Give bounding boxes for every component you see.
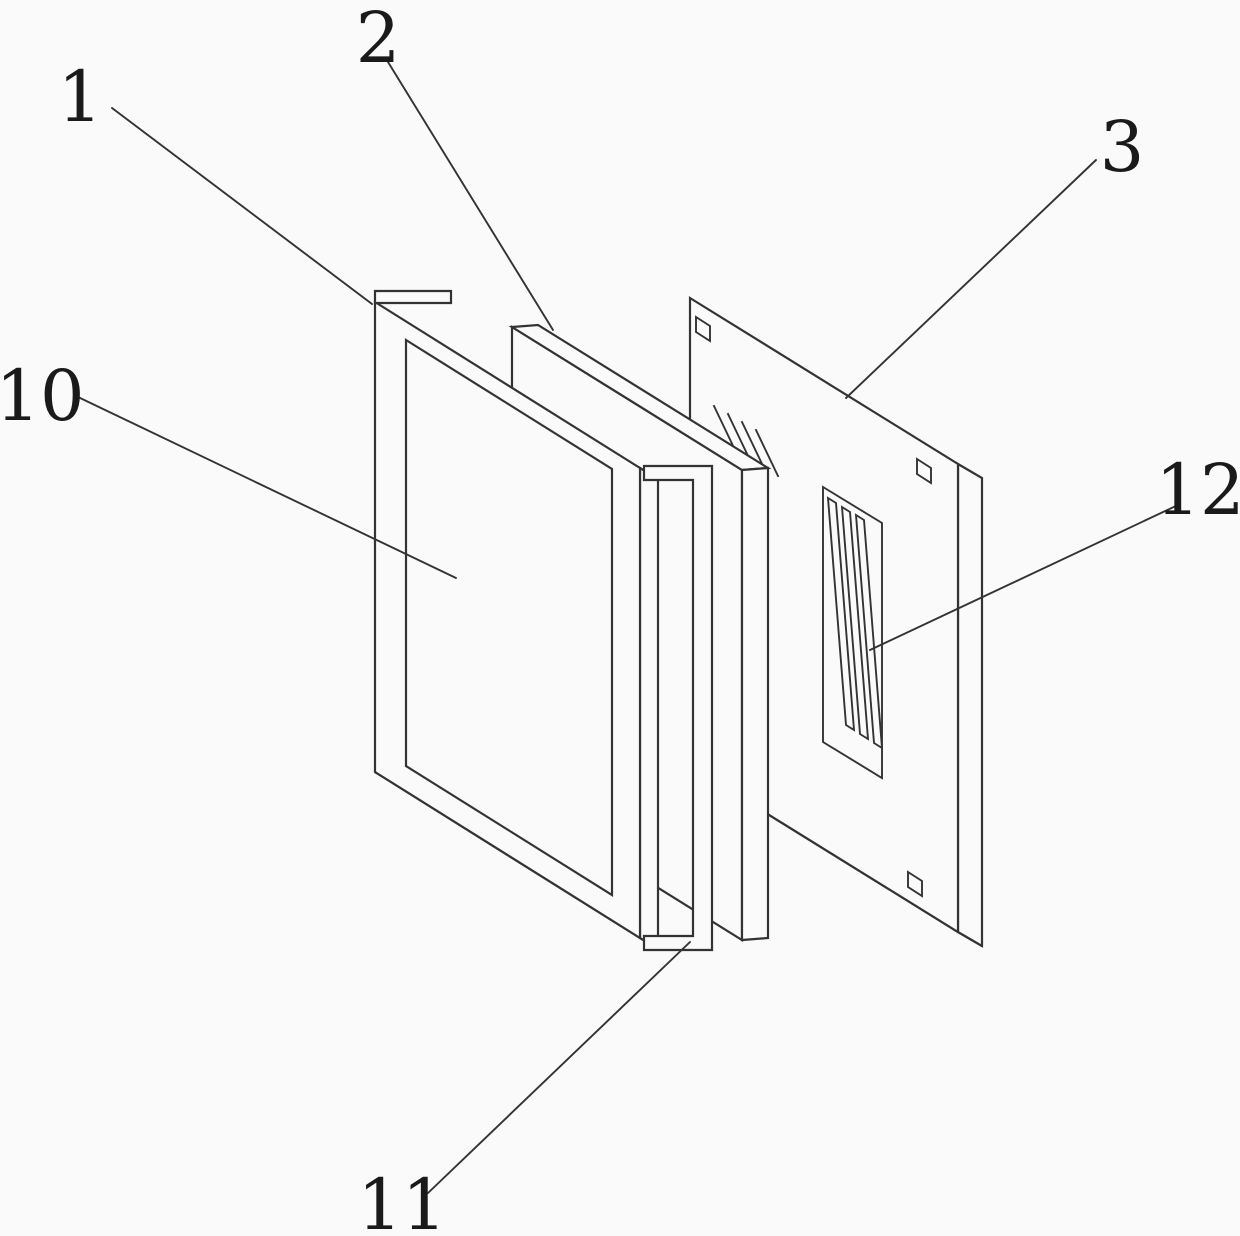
corner-hole-top-right — [916, 457, 932, 485]
vent-slot — [854, 513, 884, 750]
frame-top-tab — [373, 289, 453, 305]
hatch-line — [726, 412, 752, 462]
leader-lines — [77, 61, 1179, 1194]
mounting-rail — [642, 464, 714, 952]
leader-line-12 — [869, 504, 1179, 651]
vent-slot — [840, 505, 870, 741]
leader-line-2 — [387, 61, 554, 331]
leader-line-1 — [111, 107, 373, 305]
inner-panel — [404, 338, 614, 897]
part-label-1: 1 — [58, 56, 103, 138]
part-label-12: 12 — [1155, 449, 1240, 531]
part-label-11: 11 — [357, 1164, 446, 1236]
part-label-2: 2 — [356, 0, 401, 79]
hatch-line — [712, 404, 738, 454]
part-label-3: 3 — [1100, 106, 1145, 188]
leader-line-10 — [77, 396, 457, 579]
vent-grille — [822, 485, 884, 780]
front-frame — [373, 289, 660, 951]
corner-hole-top-left — [695, 315, 711, 343]
hatch-slots — [712, 404, 780, 478]
part-label-10: 10 — [0, 355, 85, 437]
middle-panel-right-face — [740, 466, 770, 942]
rear-plate-right-face — [956, 462, 984, 948]
hatch-line — [754, 428, 780, 478]
leader-line-3 — [845, 159, 1097, 399]
corner-hole-bottom-right — [907, 870, 923, 898]
hatch-line — [740, 420, 766, 470]
leader-line-11 — [427, 941, 691, 1194]
frame-right-face — [638, 466, 660, 951]
vent-slot — [826, 496, 856, 732]
